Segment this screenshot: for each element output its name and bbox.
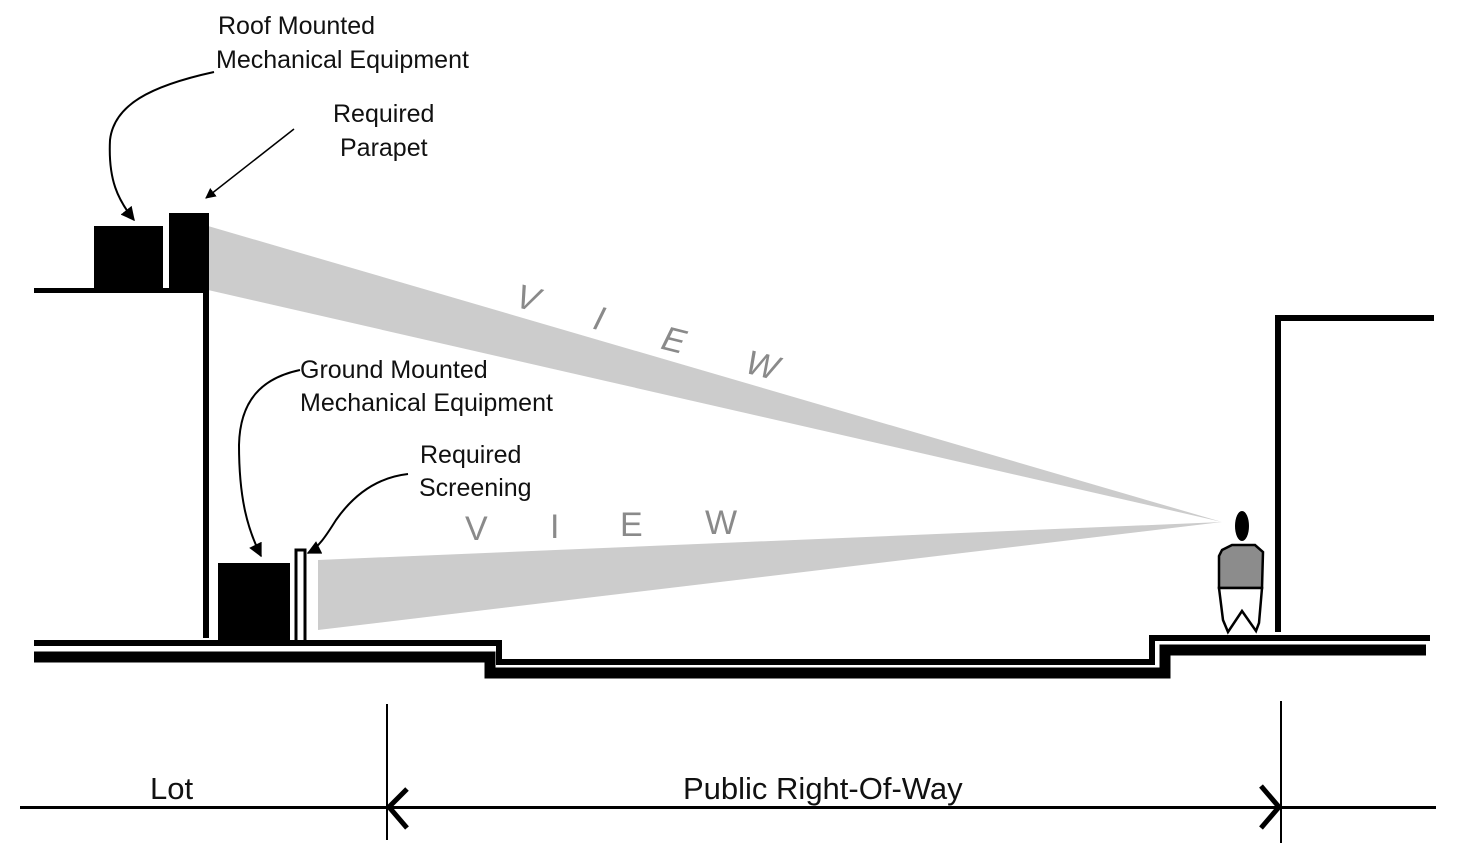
ground-equipment-leader: [237, 369, 301, 558]
lower-view-text: V I E W: [465, 504, 737, 548]
roof-equipment: [94, 226, 163, 290]
lot-label: Lot: [150, 771, 193, 806]
svg-text:I: I: [550, 508, 559, 546]
person-torso: [1217, 543, 1265, 590]
screening-label: Required Screening: [419, 441, 532, 502]
building-wall: [203, 288, 209, 638]
screening-wall: [294, 548, 307, 644]
svg-text:E: E: [620, 506, 643, 544]
svg-text:W: W: [738, 345, 787, 387]
person-head: [1235, 511, 1249, 541]
dimension-line: Lot Public Right-Of-Way: [20, 701, 1436, 843]
svg-text:W: W: [705, 504, 737, 542]
person-legs: [1217, 586, 1264, 635]
right-building: [1275, 315, 1434, 632]
ground-section: [34, 635, 1430, 679]
roof-equipment-leader: [108, 71, 215, 222]
right-of-way-label: Public Right-Of-Way: [683, 771, 963, 806]
svg-text:E: E: [654, 321, 693, 361]
ground-line-lower: [34, 644, 1426, 679]
lower-view-cone: [318, 522, 1222, 630]
right-tick-mark: [1259, 784, 1283, 830]
property-line-right: [1280, 701, 1282, 843]
svg-text:I: I: [586, 301, 612, 338]
left-building: [34, 213, 209, 638]
svg-text:V: V: [508, 279, 547, 319]
roof-equipment-label: Roof Mounted Mechanical Equipment: [216, 12, 469, 74]
upper-view-cone: [208, 226, 1222, 522]
parapet-label: Required Parapet: [333, 100, 441, 162]
svg-text:V: V: [465, 510, 488, 548]
ground-line-upper: [34, 635, 1430, 665]
dimension-baseline: [20, 806, 1436, 809]
property-line-left: [386, 704, 388, 840]
person-figure: [1217, 511, 1265, 635]
screening-leader: [306, 473, 409, 554]
left-tick-mark: [385, 787, 409, 830]
ground-equipment: [218, 563, 290, 641]
parapet-leader: [205, 128, 295, 199]
roof-line: [34, 288, 208, 293]
parapet: [169, 213, 209, 290]
ground-equipment-label: Ground Mounted Mechanical Equipment: [300, 356, 553, 417]
